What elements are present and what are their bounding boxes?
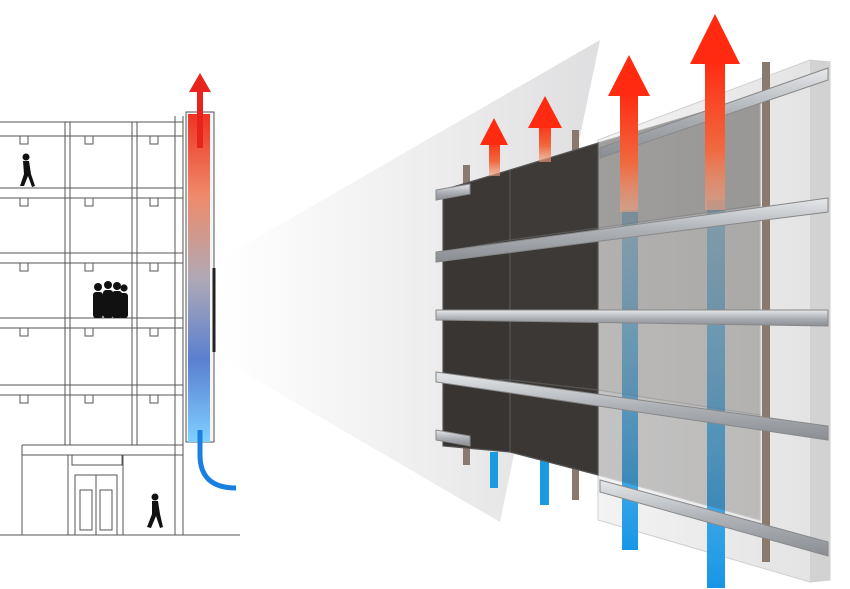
ground-floor-entrance	[74, 474, 118, 536]
curved-airflow-arrow-icon	[197, 430, 237, 491]
airflow-up-arrow-icon	[480, 118, 508, 176]
mounting-rails	[435, 67, 829, 557]
airflow-up-arrow-icon	[608, 55, 650, 212]
columns	[21, 116, 184, 535]
ceiling-details	[19, 135, 159, 466]
air-gradient-column	[188, 114, 210, 442]
group-of-people-icon	[93, 281, 128, 318]
person-walking-icon	[20, 153, 35, 187]
airflow-up-arrow-icon	[189, 73, 211, 148]
airflow-up-arrow-icon	[690, 14, 740, 210]
facade-cutaway	[435, 14, 831, 588]
person-walking-icon	[147, 493, 163, 528]
airflow-up-arrow-icon	[528, 96, 562, 162]
cool-air-intake	[490, 200, 725, 588]
warm-air-exhaust	[480, 14, 740, 212]
